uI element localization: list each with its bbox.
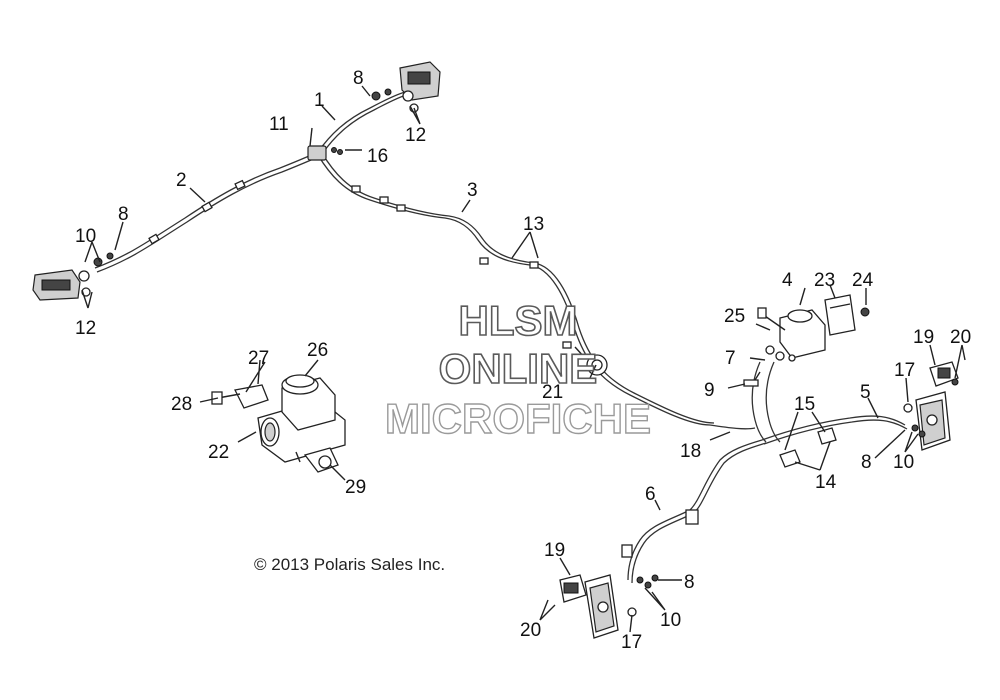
- left-brake-caliper: [32, 252, 114, 301]
- callout-23: 23: [814, 270, 835, 291]
- callout-12-top: 12: [405, 125, 426, 146]
- leader-lines: [81, 85, 966, 633]
- callout-2: 2: [176, 170, 187, 191]
- upper-brake-caliper: [371, 61, 441, 113]
- callout-28: 28: [171, 394, 192, 415]
- watermark-line-1: HLSM: [459, 297, 578, 344]
- callout-12-left: 12: [75, 318, 96, 339]
- right-brake-caliper: [903, 361, 959, 451]
- callout-17-right: 17: [894, 360, 915, 381]
- callout-1: 1: [314, 90, 325, 111]
- callout-19-right: 19: [913, 327, 934, 348]
- callout-14: 14: [815, 472, 837, 493]
- brake-line-5: [761, 415, 908, 445]
- callout-3: 3: [467, 180, 478, 201]
- callout-22: 22: [208, 442, 229, 463]
- brake-line-clips: [779, 427, 837, 468]
- callout-19-bottom: 19: [544, 540, 565, 561]
- callout-8-left: 8: [118, 204, 129, 225]
- callout-7: 7: [725, 348, 736, 369]
- mounting-bracket: [824, 294, 870, 336]
- master-cylinder-small: [743, 307, 826, 387]
- callout-20-bottom: 20: [520, 620, 541, 641]
- callout-13: 13: [523, 214, 544, 235]
- callout-10-left: 10: [75, 226, 96, 247]
- callout-29: 29: [345, 477, 366, 498]
- part-callouts: 1 2 3 4 5 6 7 8 8 8 8 9 10 10 10 11 12 1…: [75, 68, 971, 653]
- watermark-line-2: ONLINE: [439, 345, 598, 392]
- callout-8-bottom: 8: [684, 572, 695, 593]
- callout-10-right: 10: [893, 452, 914, 473]
- callout-27: 27: [248, 348, 269, 369]
- copyright-notice: © 2013 Polaris Sales Inc.: [254, 555, 445, 574]
- callout-26: 26: [307, 340, 328, 361]
- callout-10-bottom: 10: [660, 610, 681, 631]
- callout-16: 16: [367, 146, 388, 167]
- callout-18: 18: [680, 441, 701, 462]
- brake-line-3: [317, 152, 715, 426]
- callout-25: 25: [724, 306, 745, 327]
- callout-15: 15: [794, 394, 815, 415]
- junction-block: [307, 145, 343, 161]
- callout-5: 5: [860, 382, 871, 403]
- callout-20-right: 20: [950, 327, 971, 348]
- callout-8-top: 8: [353, 68, 364, 89]
- watermark: HLSM ONLINE MICROFICHE: [384, 296, 651, 443]
- callout-9: 9: [704, 380, 715, 401]
- callout-4: 4: [782, 270, 793, 291]
- master-cylinder-assembly: [211, 374, 346, 473]
- lower-brake-caliper: [559, 574, 659, 639]
- brake-line-18: [709, 361, 781, 443]
- watermark-line-3: MICROFICHE: [385, 395, 651, 442]
- callout-8-right: 8: [861, 452, 872, 473]
- callout-6: 6: [645, 484, 656, 505]
- brake-line-1: [317, 91, 410, 155]
- callout-21: 21: [542, 382, 563, 403]
- brake-line-6: [621, 439, 767, 584]
- callout-17-bottom: 17: [621, 632, 642, 653]
- brake-line-2: [94, 151, 321, 273]
- callout-24: 24: [852, 270, 874, 291]
- callout-11: 11: [269, 114, 289, 135]
